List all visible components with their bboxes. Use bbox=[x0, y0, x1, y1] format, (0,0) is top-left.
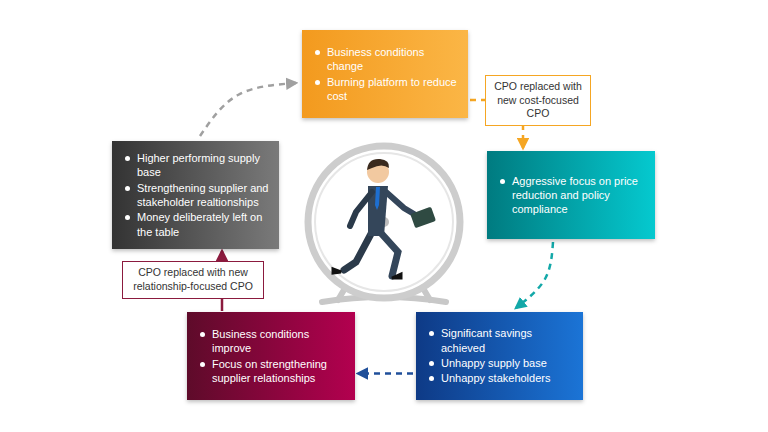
bullet-dot bbox=[125, 156, 130, 161]
bullet-item: Unhappy stakeholders bbox=[428, 371, 573, 385]
stage-box: Higher performing supply baseStrengtheni… bbox=[112, 141, 279, 249]
front-arm bbox=[386, 192, 414, 214]
bullet-text: Aggressive focus on price reduction and … bbox=[512, 174, 645, 217]
node-content: Business conditions changeBurning platfo… bbox=[314, 44, 458, 104]
transition-callout: CPO replaced with new cost-focused CPO bbox=[485, 75, 591, 126]
node-content: Business conditions improveFocus on stre… bbox=[199, 326, 345, 386]
node-content: CPO replaced with new relationship-focus… bbox=[129, 266, 257, 293]
running-businessman bbox=[333, 159, 436, 278]
bullet-item: Aggressive focus on price reduction and … bbox=[499, 174, 645, 217]
bullet-dot bbox=[200, 332, 205, 337]
bullet-text: Business conditions improve bbox=[212, 327, 345, 356]
hair bbox=[367, 159, 389, 170]
bullet-dot bbox=[315, 80, 320, 85]
bullet-item: Burning platform to reduce cost bbox=[314, 75, 458, 104]
wheel-inner-rim bbox=[315, 153, 453, 291]
bullet-dot bbox=[429, 361, 434, 366]
bullet-item: Business conditions change bbox=[314, 45, 458, 74]
bullet-text: Strengthening supplier and stakeholder r… bbox=[137, 181, 269, 210]
cycle-arrow bbox=[200, 83, 296, 136]
bullet-text: Focus on strengthening supplier relation… bbox=[212, 357, 345, 386]
bullet-dot bbox=[429, 331, 434, 336]
wheel-rim bbox=[308, 146, 460, 298]
bullet-item: Strengthening supplier and stakeholder r… bbox=[124, 181, 269, 210]
node-content: Higher performing supply baseStrengtheni… bbox=[124, 150, 269, 240]
bullet-dot bbox=[315, 50, 320, 55]
bullet-text: Significant savings achieved bbox=[441, 326, 573, 355]
bullet-dot bbox=[200, 362, 205, 367]
back-leg bbox=[344, 232, 372, 270]
front-leg bbox=[380, 232, 398, 276]
cycle-arrow bbox=[516, 242, 553, 308]
stage-box: Aggressive focus on price reduction and … bbox=[487, 151, 655, 239]
node-content: Aggressive focus on price reduction and … bbox=[499, 173, 645, 218]
bullet-item: Significant savings achieved bbox=[428, 326, 573, 355]
bullet-text: Business conditions change bbox=[327, 45, 458, 74]
stage-box: Business conditions improveFocus on stre… bbox=[187, 312, 355, 400]
back-arm bbox=[350, 192, 372, 226]
shoe bbox=[333, 269, 341, 273]
shoe bbox=[392, 274, 401, 278]
bullet-item: Business conditions improve bbox=[199, 327, 345, 356]
bullet-text: Money deliberately left on the table bbox=[137, 210, 269, 239]
cycle-arrow bbox=[358, 372, 413, 375]
bullet-item: Money deliberately left on the table bbox=[124, 210, 269, 239]
bullet-item: Unhappy supply base bbox=[428, 356, 573, 370]
callout-text: CPO replaced with new cost-focused CPO bbox=[492, 80, 584, 121]
transition-callout: CPO replaced with new relationship-focus… bbox=[122, 261, 264, 299]
stage-box: Business conditions changeBurning platfo… bbox=[302, 30, 468, 118]
node-content: Significant savings achievedUnhappy supp… bbox=[428, 325, 573, 386]
bullet-dot bbox=[429, 376, 434, 381]
bullet-text: Unhappy stakeholders bbox=[441, 371, 573, 385]
briefcase bbox=[410, 207, 436, 229]
node-content: CPO replaced with new cost-focused CPO bbox=[492, 80, 584, 121]
bullet-dot bbox=[500, 179, 505, 184]
tie bbox=[375, 187, 380, 210]
bullet-dot bbox=[125, 186, 130, 191]
bullet-text: Burning platform to reduce cost bbox=[327, 75, 458, 104]
callout-text: CPO replaced with new relationship-focus… bbox=[129, 266, 257, 293]
bullet-text: Higher performing supply base bbox=[137, 151, 269, 180]
bullet-item: Focus on strengthening supplier relation… bbox=[199, 357, 345, 386]
bullet-item: Higher performing supply base bbox=[124, 151, 269, 180]
bullet-text: Unhappy supply base bbox=[441, 356, 573, 370]
stage-box: Significant savings achievedUnhappy supp… bbox=[416, 312, 583, 400]
bullet-dot bbox=[125, 215, 130, 220]
